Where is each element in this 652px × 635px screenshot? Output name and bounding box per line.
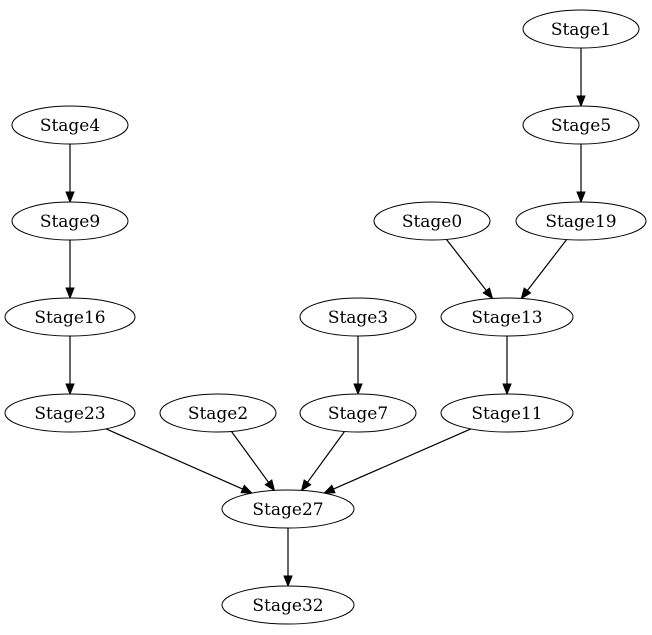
arrowhead (240, 484, 254, 494)
arrowhead (322, 484, 336, 494)
node-stage11: Stage11 (440, 393, 574, 433)
edge-stage1-to-stage5 (576, 48, 586, 108)
node-stage9: Stage9 (11, 201, 129, 241)
node-stage0: Stage0 (373, 201, 491, 241)
node-stage4-label: Stage4 (40, 116, 100, 136)
node-stage19: Stage19 (515, 201, 647, 241)
node-stage4: Stage4 (11, 105, 129, 145)
node-stage32: Stage32 (221, 585, 355, 625)
arrowhead (65, 287, 75, 300)
edge-stage27-to-stage32 (283, 528, 293, 588)
arrowhead (353, 383, 363, 396)
edge-stage5-to-stage19 (576, 144, 586, 204)
edge-line (307, 431, 345, 483)
arrowhead (576, 95, 586, 108)
arrowhead (576, 191, 586, 204)
node-stage5: Stage5 (522, 105, 640, 145)
edge-stage23-to-stage27 (105, 428, 254, 494)
edge-stage4-to-stage9 (65, 144, 75, 204)
edge-stage2-to-stage27 (231, 431, 276, 492)
node-stage11-label: Stage11 (471, 404, 542, 424)
edge-stage19-to-stage13 (520, 239, 568, 300)
edge-line (526, 239, 568, 291)
edge-stage11-to-stage27 (322, 428, 472, 494)
arrowhead (482, 287, 494, 300)
node-stage27-label: Stage27 (252, 500, 323, 520)
edge-stage3-to-stage7 (353, 336, 363, 396)
node-stage23-label: Stage23 (34, 404, 105, 424)
edge-line (231, 431, 269, 483)
arrowhead (65, 191, 75, 204)
arrowhead (502, 383, 512, 396)
arrowhead (283, 575, 293, 588)
arrowhead (65, 383, 75, 396)
edge-stage7-to-stage27 (300, 431, 345, 492)
node-stage1-label: Stage1 (551, 20, 611, 40)
edge-stage0-to-stage13 (445, 239, 494, 300)
node-stage13-label: Stage13 (471, 308, 542, 328)
node-stage23: Stage23 (4, 393, 136, 433)
node-stage32-label: Stage32 (252, 596, 323, 616)
node-stage3-label: Stage3 (328, 308, 388, 328)
node-stage1: Stage1 (522, 9, 640, 49)
arrowhead (264, 479, 276, 492)
node-stage16-label: Stage16 (34, 308, 105, 328)
node-stage0-label: Stage0 (402, 212, 462, 232)
node-stage13: Stage13 (440, 297, 574, 337)
node-stage5-label: Stage5 (551, 116, 611, 136)
edge-line (445, 239, 487, 291)
node-stage7: Stage7 (299, 393, 417, 433)
edge-line (105, 428, 243, 490)
edge-stage9-to-stage16 (65, 240, 75, 300)
node-stage27: Stage27 (221, 489, 355, 529)
edge-stage16-to-stage23 (65, 336, 75, 396)
node-stage19-label: Stage19 (545, 212, 616, 232)
node-stage2: Stage2 (159, 393, 277, 433)
edge-stage13-to-stage11 (502, 336, 512, 396)
node-stage2-label: Stage2 (188, 404, 248, 424)
node-stage9-label: Stage9 (40, 212, 100, 232)
edge-layer (65, 48, 586, 588)
edge-line (333, 428, 472, 490)
arrowhead (520, 287, 532, 300)
arrowhead (300, 479, 312, 492)
node-stage16: Stage16 (4, 297, 136, 337)
node-stage3: Stage3 (299, 297, 417, 337)
node-stage7-label: Stage7 (328, 404, 388, 424)
